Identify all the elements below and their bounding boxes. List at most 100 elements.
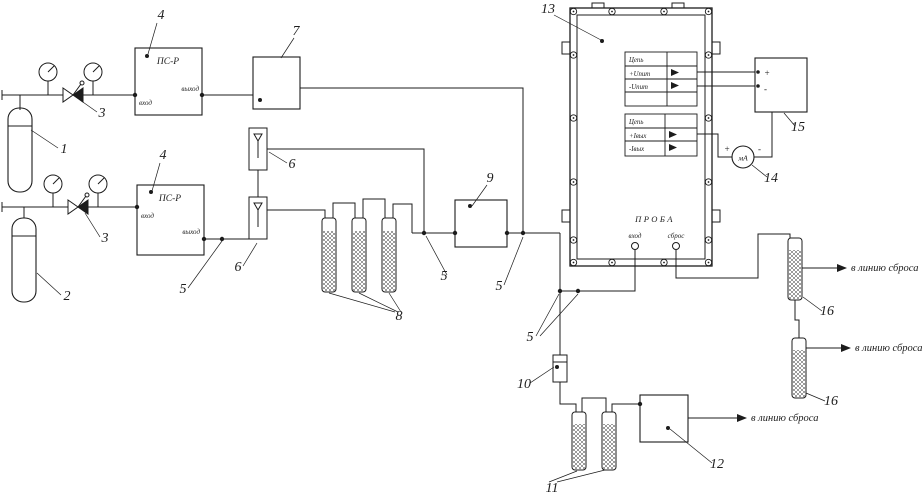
bolt-icon bbox=[569, 236, 578, 244]
sample-title: ПРОБА bbox=[634, 214, 675, 224]
callout-cylinder-2: 2 bbox=[64, 289, 71, 304]
callout-milliammeter-14: 14 bbox=[764, 171, 778, 186]
port-dot bbox=[199, 92, 205, 98]
sample-inlet-port bbox=[631, 242, 639, 250]
meter-plus-label: + bbox=[724, 144, 730, 154]
callout-analyzer-13: 13 bbox=[541, 2, 555, 17]
tube-outline bbox=[787, 237, 803, 301]
tube-outline bbox=[351, 217, 367, 293]
mounting-lug bbox=[561, 209, 571, 223]
generator-box-top: ПС-Р вход выход bbox=[134, 47, 203, 116]
valve-triangle-right bbox=[72, 87, 84, 103]
sample-inlet-label: вход bbox=[629, 232, 642, 240]
pipe-tube8b-8c bbox=[362, 198, 386, 218]
cylinder-body bbox=[7, 107, 33, 193]
tube-outline bbox=[791, 337, 807, 399]
tee-dot bbox=[219, 236, 225, 242]
milliammeter-14: мА + - bbox=[724, 144, 761, 169]
sample-ports: ПРОБА вход сброс bbox=[629, 214, 686, 250]
generator-outline bbox=[134, 47, 203, 116]
bolt-icon bbox=[569, 114, 578, 122]
leader-line bbox=[425, 235, 448, 276]
bolt-center bbox=[707, 54, 710, 56]
leader-line bbox=[147, 22, 158, 55]
regulator-stem bbox=[72, 83, 82, 96]
pressure-gauge-icon bbox=[38, 62, 58, 82]
leader-line bbox=[328, 292, 402, 313]
cylinder-body bbox=[11, 217, 37, 303]
leader-line bbox=[751, 164, 768, 178]
bolt-center bbox=[572, 239, 575, 241]
leader-dot bbox=[145, 54, 149, 58]
generator-inlet-label: вход bbox=[139, 99, 152, 107]
bolt-center bbox=[707, 181, 710, 183]
leader-line bbox=[553, 14, 602, 41]
restrictor-body bbox=[552, 354, 568, 383]
psu-minus-label: - bbox=[764, 84, 767, 94]
regulator-handle-icon bbox=[79, 80, 85, 86]
pressure-regulator-bottom bbox=[43, 174, 108, 215]
wire-arrow-icon bbox=[671, 69, 679, 76]
pipe-tube11a-11b bbox=[581, 397, 607, 412]
psu-terminal bbox=[756, 84, 760, 88]
pressure-regulator-top bbox=[38, 62, 103, 103]
port-dot bbox=[452, 230, 458, 236]
tee-dot bbox=[421, 230, 427, 236]
leader-line bbox=[79, 99, 98, 113]
restrictor-10 bbox=[552, 354, 568, 383]
gauge-needle bbox=[92, 65, 100, 73]
bolt-icon bbox=[569, 51, 578, 59]
pressure-gauge-icon bbox=[83, 62, 103, 82]
bolt-icon bbox=[569, 178, 578, 186]
float-triangle-icon bbox=[253, 202, 263, 212]
leader-dot bbox=[555, 365, 559, 369]
callout-leaders bbox=[30, 14, 826, 483]
bolt-icon bbox=[569, 7, 578, 16]
vessel7-box bbox=[252, 56, 301, 110]
pipe-sample-inlet bbox=[560, 249, 636, 292]
tube-fill-hatch bbox=[383, 231, 395, 291]
leader-line bbox=[84, 212, 101, 238]
callout-tee-sample-pair: 5 bbox=[527, 330, 534, 345]
callout-drying-tubes-8: 8 bbox=[396, 309, 403, 324]
pipe-restrictor-out bbox=[559, 382, 577, 412]
rotameter-body bbox=[248, 127, 268, 171]
callout-rotameter-top: 6 bbox=[289, 157, 296, 172]
leader-line bbox=[548, 469, 606, 483]
tee-dot bbox=[575, 288, 581, 294]
callout-vessel-7: 7 bbox=[293, 24, 301, 39]
psu-terminal bbox=[756, 70, 760, 74]
callout-power-supply-15: 15 bbox=[791, 120, 805, 135]
rotameter-bottom bbox=[248, 196, 268, 240]
callout-tee-drop: 5 bbox=[496, 279, 503, 294]
tee-dot bbox=[557, 288, 563, 294]
discharge-label-2: в линию сброса bbox=[855, 343, 922, 354]
bolt-center bbox=[707, 239, 710, 241]
bolt-center bbox=[707, 261, 710, 264]
valve-triangle-right bbox=[77, 199, 89, 215]
bolt-center bbox=[572, 117, 575, 119]
bolt-center bbox=[611, 261, 613, 264]
bubbler-tubes-11 bbox=[571, 411, 617, 471]
block-header: Цепь bbox=[628, 57, 643, 64]
leader-line bbox=[805, 392, 826, 402]
bubbler-16-lower bbox=[791, 337, 807, 399]
bolt-icon bbox=[704, 114, 713, 122]
discharge-label-3: в линию сброса bbox=[751, 413, 818, 424]
block-row-minus: -Iвых bbox=[629, 146, 644, 153]
bolt-center bbox=[611, 10, 613, 13]
enclosure-bolts bbox=[569, 7, 713, 267]
leader-line bbox=[268, 151, 288, 164]
bolt-center bbox=[707, 117, 710, 119]
wire-arrow-icon bbox=[671, 82, 679, 89]
callout-bubbler-16-upper: 16 bbox=[820, 304, 834, 319]
psu-plus-label: + bbox=[764, 68, 770, 78]
sample-outlet-label: сброс bbox=[668, 232, 686, 240]
tube-fill-hatch bbox=[353, 231, 365, 291]
leader-line bbox=[802, 296, 823, 312]
callout-vessel-12: 12 bbox=[710, 457, 724, 472]
enclosure-inner bbox=[576, 14, 706, 260]
block-header: Цепь bbox=[628, 119, 643, 126]
mounting-tab bbox=[591, 2, 605, 9]
callout-generator-top: 4 bbox=[158, 8, 165, 23]
